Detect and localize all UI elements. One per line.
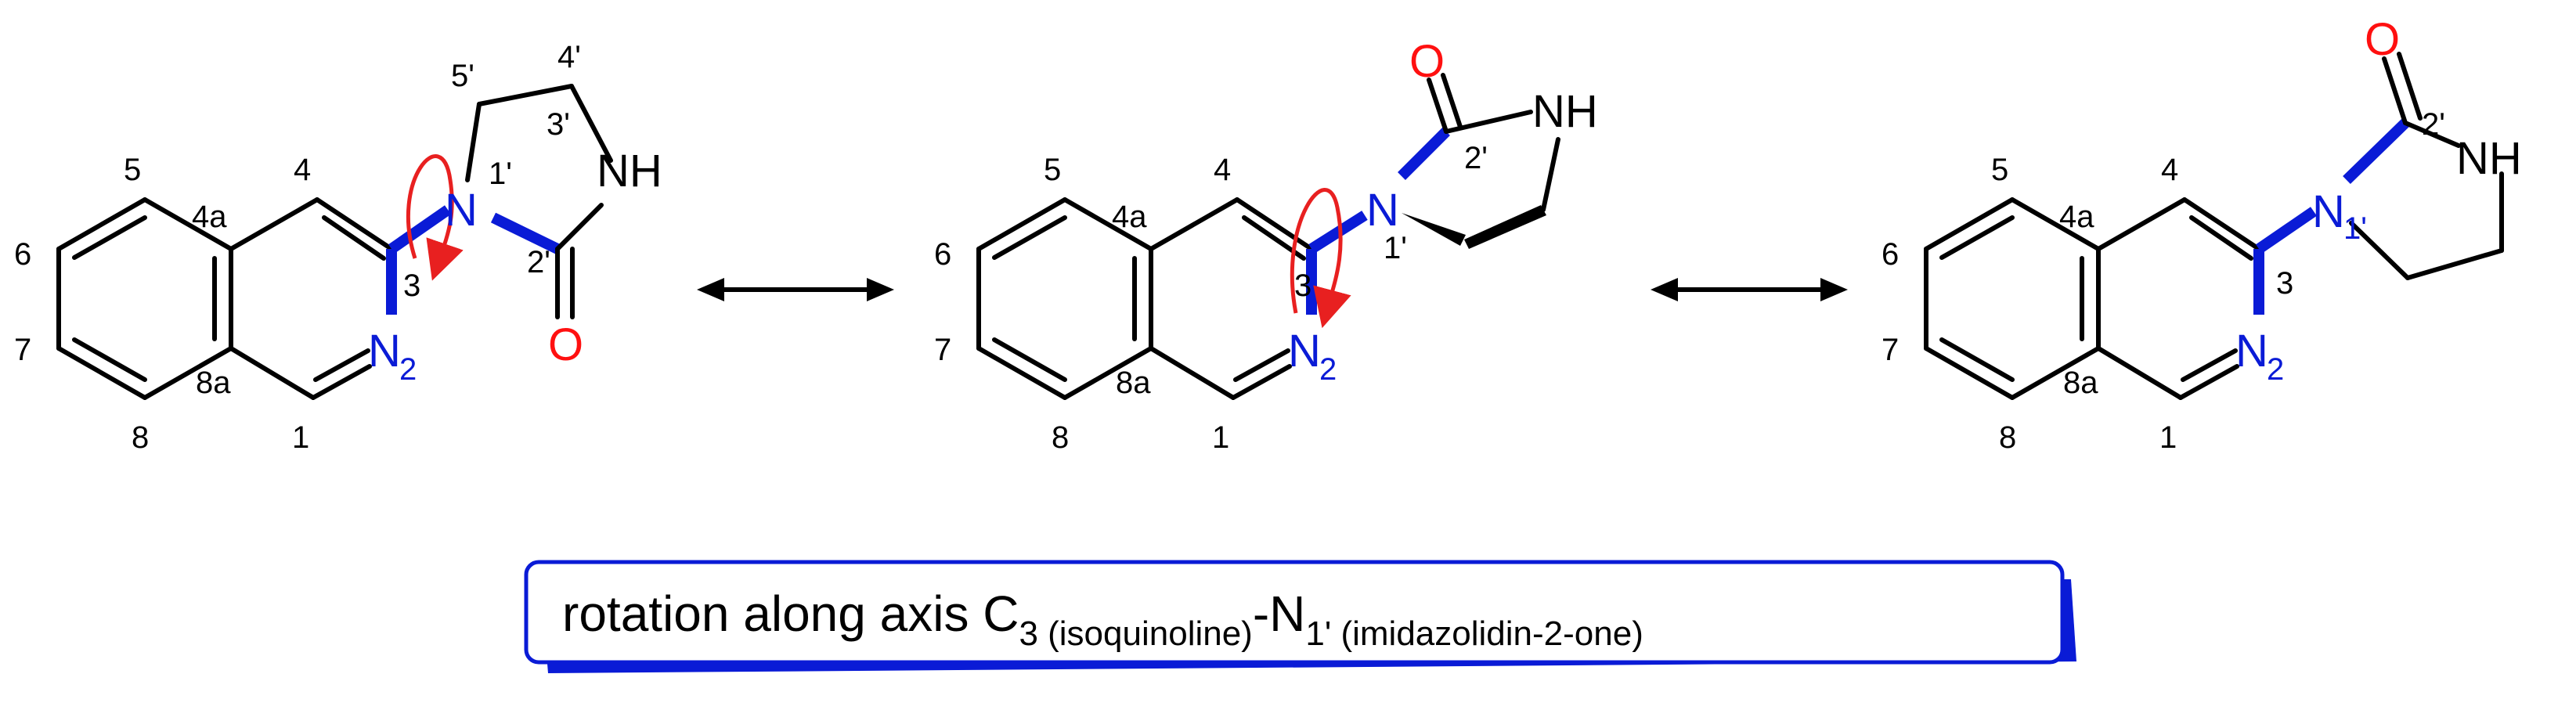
imidazolidinone-ring-2 [1308, 73, 1560, 254]
pos-5: 5 [1991, 153, 2008, 187]
imidazolidinone-ring-1 [388, 84, 613, 319]
pos-1: 1 [292, 420, 309, 455]
rotation-arrow-1 [406, 154, 464, 281]
pos-4a: 4a [1112, 200, 1147, 234]
resonance-arrow-2 [1651, 278, 1848, 301]
nh-label: NH [1532, 86, 1598, 137]
caption-n-subscript: 1' (imidazolidin-2-one) [1305, 614, 1643, 653]
structure-1: N N 2 NH O 5 4 4a 6 7 8 8a 1 3 5' 4' 3' … [14, 40, 662, 455]
pos-1: 1 [2159, 420, 2177, 455]
pos-1prime: 1' [489, 157, 512, 191]
pos-8: 8 [132, 420, 149, 455]
caption-box: rotation along axis C3 (isoquinoline)-N1… [524, 560, 2076, 673]
pos-4a: 4a [192, 200, 227, 234]
isoquinoline-ring-1 [56, 197, 397, 400]
nitrogen-2-subscript: 2 [2267, 352, 2284, 387]
pos-8a: 8a [1116, 366, 1151, 400]
nitrogen-2-subscript: 2 [399, 352, 417, 387]
pos-5: 5 [124, 153, 141, 187]
pos-3: 3 [403, 269, 420, 303]
pos-3prime: 3' [547, 107, 570, 142]
rotation-arrow-2 [1290, 188, 1351, 329]
oxygen-label: O [2365, 14, 2400, 65]
pos-8a: 8a [2063, 366, 2098, 400]
oxygen-label: O [548, 319, 583, 370]
isoquinoline-ring-2 [976, 197, 1317, 400]
pos-4: 4 [1214, 153, 1231, 187]
nh-label: NH [2456, 133, 2522, 184]
pos-4a: 4a [2059, 200, 2094, 234]
nitrogen-1prime-label: N [445, 185, 478, 236]
pos-2prime: 2' [2422, 107, 2445, 142]
structure-3: N 1' N 2 NH O 5 4 4a 6 7 8 8a 1 3 2' [1881, 14, 2522, 455]
nitrogen-1prime-label: N [1366, 185, 1399, 236]
nitrogen-2-label: N [368, 326, 401, 377]
resonance-arrow-1 [697, 278, 894, 301]
pos-8: 8 [1052, 420, 1069, 455]
caption-c-subscript: 3 (isoquinoline) [1019, 614, 1252, 653]
pos-8a: 8a [196, 366, 231, 400]
pos-6: 6 [14, 237, 31, 272]
pos-6: 6 [1881, 237, 1899, 272]
pos-2prime: 2' [527, 245, 550, 279]
oxygen-label: O [1409, 36, 1445, 87]
pos-5: 5 [1044, 153, 1061, 187]
nitrogen-1prime-subscript: 1' [2343, 211, 2367, 246]
caption-dash-n: -N [1253, 586, 1306, 642]
pos-8: 8 [1999, 420, 2016, 455]
pos-3: 3 [1294, 269, 1311, 303]
position-numbers-2: 5 4 4a 6 7 8 8a 1 3 2' 1' [934, 141, 1488, 455]
atom-labels-3: N 1' N 2 NH O [2235, 14, 2522, 387]
atom-labels-2: N N 2 NH O [1288, 36, 1598, 387]
caption-text: rotation along axis C3 (isoquinoline)-N1… [562, 586, 1643, 653]
pos-7: 7 [14, 333, 31, 367]
nitrogen-2-label: N [1288, 326, 1321, 377]
position-numbers-1: 5 4 4a 6 7 8 8a 1 3 5' 4' 3' 1' 2' [14, 40, 581, 455]
pos-4: 4 [2161, 153, 2178, 187]
pos-1prime: 1' [1384, 231, 1407, 265]
nitrogen-1prime-label: N [2312, 186, 2345, 237]
caption-main-text: rotation along axis C [562, 586, 1019, 642]
pos-3: 3 [2276, 266, 2293, 301]
structure-2: N N 2 NH O 5 4 4a 6 7 8 8a 1 3 2' 1' [934, 36, 1598, 455]
pos-7: 7 [934, 333, 951, 367]
nitrogen-2-label: N [2235, 326, 2268, 377]
nitrogen-2-subscript: 2 [1319, 352, 1337, 387]
pos-5prime: 5' [451, 59, 474, 93]
nh-label: NH [597, 146, 662, 196]
pos-2prime: 2' [1464, 141, 1488, 175]
pos-7: 7 [1881, 333, 1899, 367]
pos-6: 6 [934, 237, 951, 272]
pos-1: 1 [1212, 420, 1229, 455]
imidazolidinone-ring-3 [2256, 52, 2504, 280]
pos-4prime: 4' [557, 40, 581, 74]
position-numbers-3: 5 4 4a 6 7 8 8a 1 3 2' [1881, 107, 2445, 455]
atom-labels-1: N N 2 NH O [368, 146, 662, 387]
pos-4: 4 [294, 153, 311, 187]
isoquinoline-ring-3 [1924, 197, 2264, 400]
